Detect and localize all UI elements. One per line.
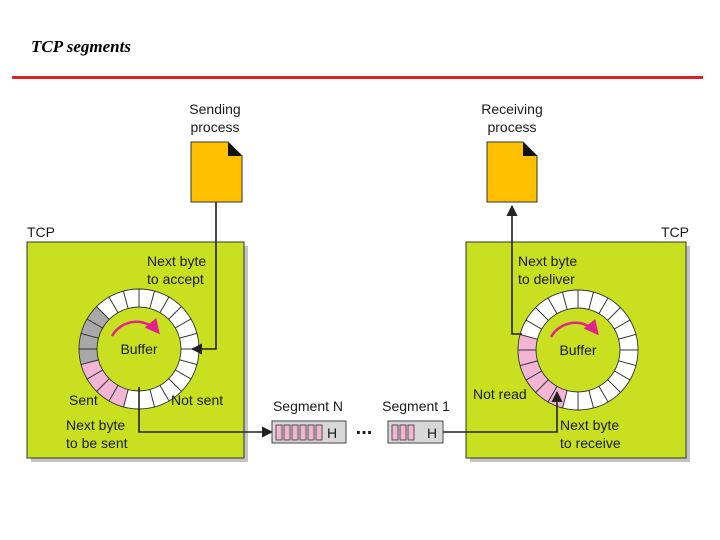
sender-sent-label: Sent (69, 392, 98, 408)
segments-ellipsis: ... (356, 417, 373, 439)
receiver-next-byte-label-2: to receive (560, 435, 621, 451)
sender-buffer-ring (78, 288, 200, 410)
segment-1-data-bytes (391, 424, 415, 441)
sender-next-byte-label-1: Next byte (66, 417, 125, 433)
sender-tcp: TCP (26, 224, 248, 462)
title-rule (12, 76, 703, 79)
receiving-process: Receiving process (481, 101, 543, 203)
segment-1-data-byte (399, 424, 407, 441)
sender-next-byte-label-2: to be sent (66, 435, 128, 451)
segment-n: Segment N H (271, 398, 347, 444)
receiving-process-label-2: process (487, 119, 536, 135)
segment-1-header: H (427, 425, 437, 441)
receiver-buffer-ring (517, 289, 639, 411)
receiver-deliver-arrow (506, 204, 522, 335)
receiver-pointer-label-2: to deliver (518, 271, 575, 287)
segment-n-data-byte (283, 424, 291, 441)
sending-document-icon (190, 141, 243, 203)
receiver-tcp: TCP (465, 224, 690, 462)
sender-transmit-arrow (138, 387, 274, 438)
receiver-buffer-direction-arrow (549, 318, 599, 338)
segment-n-data-byte (307, 424, 315, 441)
segment-1: Segment 1 H (382, 398, 450, 444)
slide-title: TCP segments (31, 37, 131, 56)
segment-n-data-bytes (275, 424, 323, 441)
receiving-document-icon (486, 141, 538, 203)
receiver-not-read-label: Not read (473, 386, 527, 402)
segment-n-label: Segment N (273, 398, 343, 414)
receiving-process-label-1: Receiving (481, 101, 542, 117)
sender-buffer-slot (122, 288, 140, 309)
receiver-pointer-label-1: Next byte (518, 253, 577, 269)
receiver-buffer-label: Buffer (559, 342, 596, 358)
sender-pointer-label-1: Next byte (147, 253, 206, 269)
segment-n-data-byte (299, 424, 307, 441)
segment-1-label: Segment 1 (382, 398, 450, 414)
segment-n-header: H (327, 425, 337, 441)
receiving-document-fold (523, 142, 537, 156)
sending-process-label-2: process (190, 119, 239, 135)
segment-n-data-byte (275, 424, 283, 441)
segment-1-data-byte (391, 424, 399, 441)
segment-n-data-byte (315, 424, 323, 441)
sender-not-sent-label: Not sent (171, 392, 223, 408)
sender-tcp-box (26, 241, 245, 459)
receiver-tcp-box (465, 241, 687, 459)
sender-accept-arrow (190, 202, 217, 355)
sending-document-fold (228, 142, 242, 156)
segment-n-data-byte (291, 424, 299, 441)
sender-pointer-label-2: to accept (147, 271, 204, 287)
sender-tcp-label: TCP (27, 224, 55, 240)
sending-process-label-1: Sending (189, 101, 240, 117)
segment-1-data-byte (407, 424, 415, 441)
receiver-buffer-slot (561, 289, 579, 310)
receiver-tcp-label: TCP (661, 224, 689, 240)
receiver-next-byte-label-1: Next byte (560, 417, 619, 433)
sending-process: Sending process (189, 101, 243, 203)
sender-buffer-direction-arrow (110, 317, 160, 337)
receiver-incoming-arrow (443, 390, 563, 433)
sender-buffer-label: Buffer (120, 341, 157, 357)
